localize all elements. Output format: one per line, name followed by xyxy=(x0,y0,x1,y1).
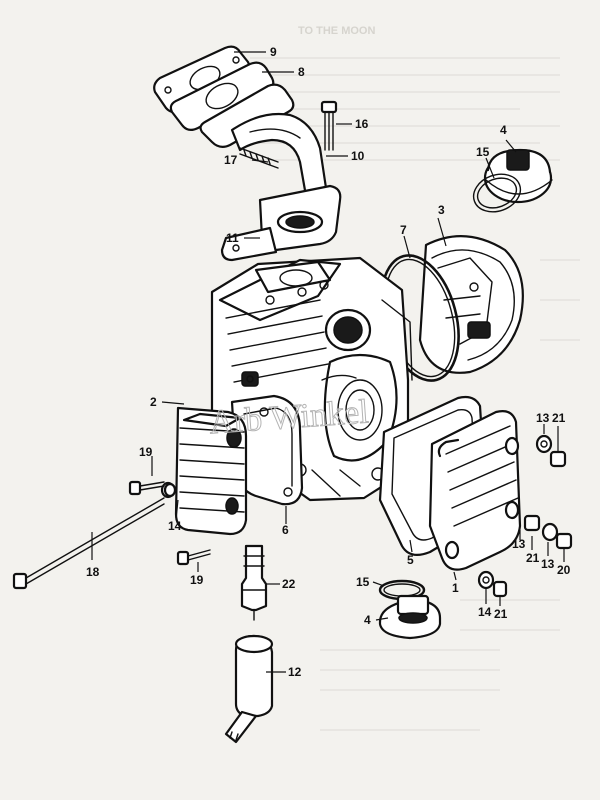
callout-16: 16 xyxy=(355,117,369,131)
part-4-cap-bottom xyxy=(378,594,442,640)
callout-6: 6 xyxy=(282,523,289,537)
parts-13-21-fasteners xyxy=(477,434,573,598)
callout-8: 8 xyxy=(298,65,305,79)
part-4-cap-top xyxy=(483,148,553,204)
part-10-intake-manifold xyxy=(199,83,342,262)
callout-10: 10 xyxy=(351,149,365,163)
callout-3: 3 xyxy=(438,203,445,217)
callout-13-mid: 13 xyxy=(512,537,526,551)
callout-12: 12 xyxy=(288,665,302,679)
callout-5: 5 xyxy=(407,553,414,567)
background-heading: TO THE MOON xyxy=(298,25,375,37)
callout-17: 17 xyxy=(224,153,238,167)
part-17-stud xyxy=(239,147,279,169)
callout-9: 9 xyxy=(270,45,277,59)
part-19-bolt-lower xyxy=(176,549,211,566)
part-12-plug-cap xyxy=(224,634,274,744)
part-22-spark-plug xyxy=(240,544,268,621)
background-bleed-through: TO THE MOON xyxy=(250,25,580,731)
callout-labels: 9 8 16 17 10 11 4 15 3 7 2 19 14 6 18 19… xyxy=(86,45,571,679)
callout-21-mid: 21 xyxy=(526,551,540,565)
callout-19-lower: 19 xyxy=(190,573,204,587)
part-19-bolt-upper xyxy=(128,480,165,496)
callout-4-top: 4 xyxy=(500,123,507,137)
callout-19-upper: 19 xyxy=(139,445,153,459)
callout-15-top: 15 xyxy=(476,145,490,159)
callout-13-top: 13 xyxy=(536,411,550,425)
callout-18: 18 xyxy=(86,565,100,579)
callout-2: 2 xyxy=(150,395,157,409)
callout-22: 22 xyxy=(282,577,296,591)
part-18-long-stud xyxy=(12,497,165,590)
part-3-side-cover xyxy=(418,235,524,374)
part-16-bolt xyxy=(320,100,338,151)
part-15-oring-top xyxy=(472,173,522,213)
part-14-washer xyxy=(163,482,177,498)
callout-7: 7 xyxy=(400,223,407,237)
callout-20: 20 xyxy=(557,563,571,577)
callout-4-bottom: 4 xyxy=(364,613,371,627)
callout-1: 1 xyxy=(452,581,459,595)
callout-21-top: 21 xyxy=(552,411,566,425)
leader-lines xyxy=(91,51,565,673)
callout-11: 11 xyxy=(226,231,239,245)
callout-14-right: 14 xyxy=(478,605,492,619)
callout-15-bottom: 15 xyxy=(356,575,370,589)
callout-14-left: 14 xyxy=(168,519,182,533)
callout-13-low: 13 xyxy=(541,557,555,571)
part-1-finned-cover xyxy=(428,410,522,571)
callout-21-bottom: 21 xyxy=(494,607,508,621)
